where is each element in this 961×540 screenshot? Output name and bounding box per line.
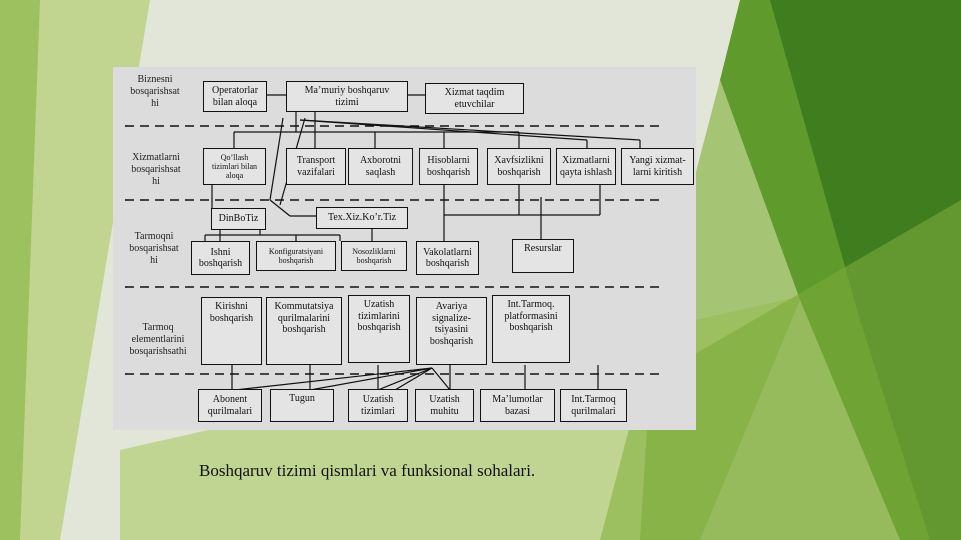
info-storage-box: Axborotni saqlash (348, 148, 413, 185)
operators-box: Operatorlar bilan aloqa (203, 81, 267, 112)
subscriber-devices-box: Abonent qurilmalari (198, 389, 262, 422)
resources-box: Resurslar (512, 239, 574, 273)
security-box: Xavfsizlikni boshqarish (487, 148, 551, 185)
authority-mgmt-box: Vakolatlarni boshqarish (416, 241, 479, 275)
level-label-element: Tarmoq elementlarini bosqarishsathi (129, 322, 187, 357)
transmission-mgmt-box: Uzatish tizimlarini boshqarish (348, 295, 410, 363)
node-box: Tugun (270, 389, 334, 422)
transmission-systems-box: Uzatish tizimlari (348, 389, 408, 422)
level-label-network: Tarmoqni bosqarishsat hi (129, 231, 179, 266)
transmission-medium-box: Uzatish muhitu (415, 389, 474, 422)
dinbotiz-box: DinBoTiz (211, 208, 266, 230)
transport-box: Transport vazifalari (286, 148, 346, 185)
service-providers-box: Xizmat taqdim etuvchilar (425, 83, 524, 114)
platform-mgmt-box: Int.Tarmoq. platformasini boshqarish (492, 295, 570, 363)
fault-mgmt-box: Nosozliklarni boshqarish (341, 241, 407, 271)
work-mgmt-box: Ishni boshqarish (191, 241, 250, 275)
new-service-box: Yangi xizmat- larni kiritish (621, 148, 694, 185)
database-box: Ma’lumotlar bazasi (480, 389, 555, 422)
switching-mgmt-box: Kommutatsiya qurilmalarini boshqarish (266, 297, 342, 365)
admin-system-box: Ma’muriy boshqaruv tizimi (286, 81, 408, 112)
alarm-mgmt-box: Avariya signalize- tsiyasini boshqarish (416, 297, 487, 365)
accounts-box: Hisoblarni boshqarish (419, 148, 478, 185)
int-devices-box: Int.Tarmoq qurilmalari (560, 389, 627, 422)
level-label-service: Xizmatlarni bosqarishsat hi (131, 152, 181, 187)
access-mgmt-box: Kirishni boshqarish (201, 297, 262, 365)
texxiz-box: Tex.Xiz.Ko’r.Tiz (316, 207, 408, 229)
config-mgmt-box: Konfiguratsiyani boshqarish (256, 241, 336, 271)
used-systems-box: Qo’llash tizimlari bilan aloqa (203, 148, 266, 185)
level-label-business: Biznesni bosqarishsat hi (130, 74, 180, 109)
services-restore-box: Xizmatlarni qayta ishlash (556, 148, 616, 185)
figure-caption: Boshqaruv tizimi qismlari va funksional … (199, 461, 536, 480)
